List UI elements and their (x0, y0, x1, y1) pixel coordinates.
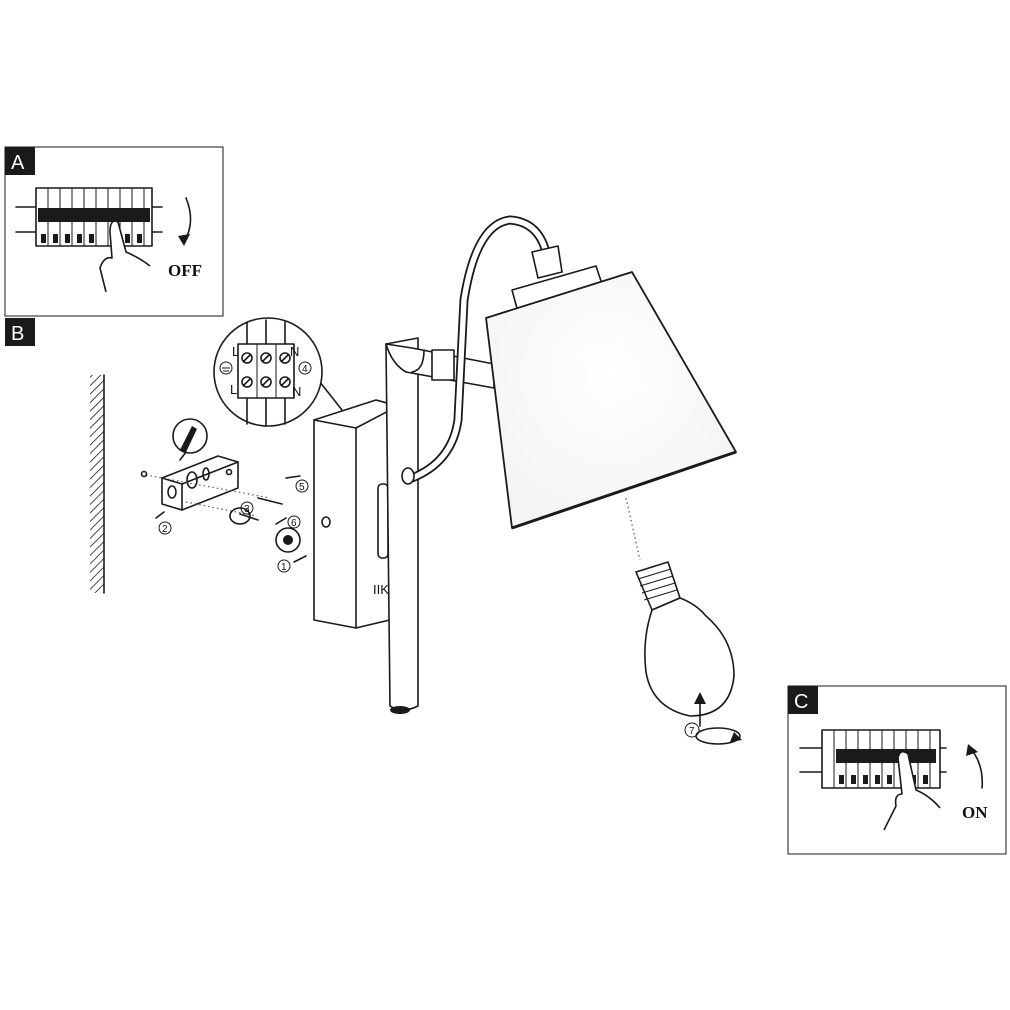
mounting-bracket (161, 455, 239, 511)
breaker-panel-a-icon (15, 187, 163, 247)
terminal-top-n: N (290, 344, 299, 359)
light-bulb-icon (635, 561, 742, 745)
screw-icon (239, 497, 283, 521)
hand-pointer-c-icon (883, 750, 941, 831)
hand-pointer-a-icon (99, 220, 151, 293)
panel-b-badge (5, 318, 35, 346)
panel-a-badge (5, 147, 35, 175)
wall-hatch (90, 375, 104, 593)
switch-on-text: ON (962, 803, 988, 822)
step-marker-5: 5 (285, 475, 309, 493)
terminal-bottom-n: N (292, 384, 301, 399)
panel-c-badge (788, 686, 818, 714)
panel-a-frame (4, 146, 224, 317)
wall-plug-icon (140, 470, 148, 478)
svg-text:7: 7 (689, 726, 695, 737)
svg-text:1: 1 (281, 562, 287, 573)
rotate-arrow-icon (229, 507, 251, 525)
svg-text:6: 6 (291, 518, 297, 529)
knob-icon (275, 527, 301, 553)
step-marker-7: 7 (684, 722, 700, 738)
svg-text:2: 2 (162, 524, 168, 535)
screwdriver-icon (172, 418, 208, 461)
wall-canopy: IIK (313, 399, 399, 629)
step-marker-4 (298, 361, 312, 375)
step-marker-6: 6 (275, 515, 301, 529)
svg-text:5: 5 (299, 482, 305, 493)
panel-c-frame (787, 685, 1007, 855)
panel-a-label: A (11, 152, 25, 174)
svg-text:3: 3 (244, 504, 250, 515)
step-marker-2: 2 (155, 511, 172, 535)
ground-symbol-icon (219, 361, 233, 375)
panel-c: C (787, 685, 1007, 855)
panel-b-label: B (11, 323, 24, 345)
terminal-top-l: L (232, 344, 239, 359)
switch-off-text: OFF (168, 261, 202, 280)
step-marker-1: 1 (277, 555, 307, 573)
breaker-panel-c-icon (799, 729, 947, 789)
panel-a: A (4, 146, 224, 317)
lamp-shade (485, 245, 737, 530)
switch-mark-text: IIK (373, 582, 389, 597)
panel-c-label: C (794, 691, 808, 713)
lamp-arm (385, 215, 551, 714)
terminal-bottom-l: L (230, 382, 237, 397)
step-marker-3: 3 (240, 501, 254, 515)
svg-text:4: 4 (302, 364, 308, 375)
terminal-block-callout: L N L N 4 (213, 317, 343, 427)
